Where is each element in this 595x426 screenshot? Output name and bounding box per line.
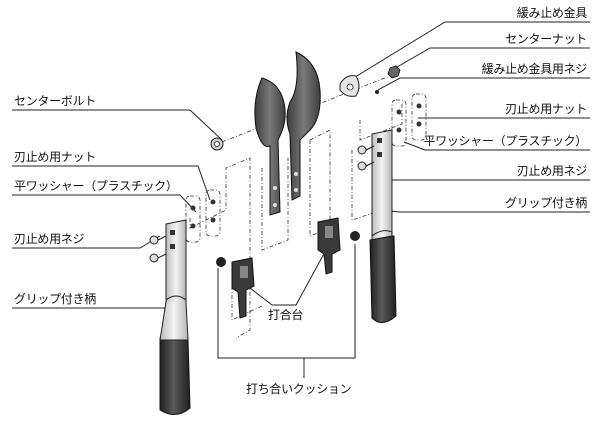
right-handle — [369, 129, 397, 323]
left-washers-nuts — [190, 199, 216, 229]
label-washer-right: 平ワッシャー（プラスチック） — [423, 134, 587, 148]
center-bolt — [210, 137, 224, 151]
label-blade-nut-left: 刃止め用ナット — [14, 150, 96, 164]
label-grip-right: グリップ付き柄 — [505, 196, 587, 210]
center-nut — [387, 65, 401, 79]
left-handle — [159, 219, 191, 415]
leader-loosen-screw — [377, 77, 590, 91]
striking-base-right — [317, 217, 341, 275]
label-grip-left: グリップ付き柄 — [14, 292, 96, 306]
blade-right — [286, 51, 321, 201]
label-washer-left: 平ワッシャー（プラスチック） — [14, 179, 178, 193]
label-blade-screw-right: 刃止め用ネジ — [516, 164, 588, 178]
leader-blade-nut-left — [12, 165, 211, 201]
assembly-dashes — [185, 71, 427, 339]
label-striking-base: 打合台 — [268, 308, 304, 322]
cushion-right — [350, 231, 360, 241]
label-loosen-stopper: 緩み止め金具 — [516, 6, 588, 20]
loosen-stopper — [339, 75, 360, 97]
leader-grip-right — [379, 209, 590, 213]
striking-base-left — [231, 257, 255, 319]
label-cushion: 打ち合いクッション — [246, 382, 352, 396]
right-washers-nuts — [396, 103, 422, 133]
right-screws — [357, 145, 375, 171]
leader-center-bolt — [12, 109, 223, 141]
cushion-left — [216, 257, 226, 267]
leader-center-nut — [391, 47, 590, 71]
label-blade-nut-right: 刃止め用ナット — [505, 102, 587, 116]
blade-left — [254, 77, 286, 216]
label-center-nut: センターナット — [505, 32, 587, 46]
leader-washer-right — [403, 141, 590, 151]
left-screws — [149, 235, 167, 263]
label-center-bolt: センターボルト — [14, 94, 96, 108]
loosen-screw — [375, 90, 379, 94]
leader-cushion — [217, 244, 356, 359]
label-loosen-screw: 緩み止め金具用ネジ — [481, 62, 588, 76]
leader-striking-base — [249, 249, 327, 306]
label-blade-screw-left: 刃止め用ネジ — [14, 232, 85, 246]
leader-washer-left — [12, 194, 197, 213]
leader-loosen-stopper — [346, 21, 590, 83]
